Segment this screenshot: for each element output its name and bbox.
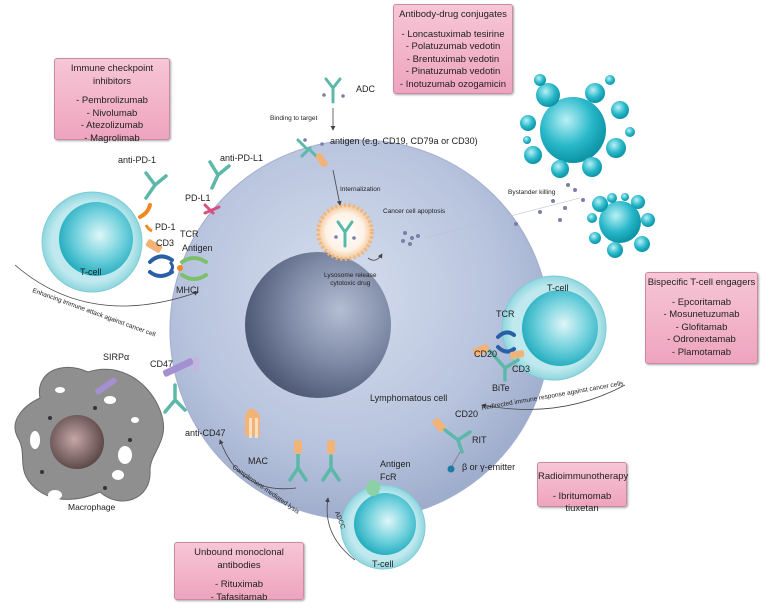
apoptotic-bodies-top [520,74,635,178]
antigen-bottom-1 [294,440,302,454]
checkpoint-item: - Atezolizumab [80,120,144,131]
bispecific-title: Bispecific T-cell engagers [647,277,756,288]
adc-title: Antibody-drug conjugates [399,9,507,20]
checkpoint-item: - Nivolumab [86,107,138,119]
tcell-bottom-label: T-cell [372,559,394,569]
bispecific-item: - Glofitamab [675,321,728,333]
bispecific-box: Bispecific T-cell engagers - Epcoritamab… [645,272,758,364]
tcell-left-label: T-cell [80,267,102,277]
enhancing-arrow [14,264,199,307]
rit-complex [432,417,472,473]
sirpa-label: SIRPα [103,352,130,362]
drug-particles [401,183,585,246]
bispecific-item: - Epcoritamab [671,296,732,308]
unbound-title: Unbound monoclonal antibodies [194,547,284,571]
anti-pd1-antibody [144,171,168,200]
bite-complex [472,330,525,382]
pd1-label: PD-1 [155,222,176,232]
tcell-right-label: T-cell [547,283,569,293]
cd20-rit-label: CD20 [455,409,479,419]
apoptosis-label: Cancer cell apoptosis [383,208,446,215]
fcr-label: FcR [380,472,397,482]
adc-item: - Pinatuzumab vedotin [405,66,501,77]
adc-box: Antibody-drug conjugates - Loncastuximab… [393,4,513,94]
bite-label: BiTe [492,383,510,393]
sirpa-receptor [95,377,117,395]
bystander-label: Bystander killing [508,189,556,196]
lysosome-label: Lysosome release cytotoxic drug [324,272,377,287]
anti-pdl1-antibody [208,160,231,190]
lysosome [316,203,374,261]
bystander-line [424,197,581,239]
checkpoint-title: Immune checkpoint inhibitors [70,63,154,87]
radio-title: Radioimmunotherapy [538,471,629,482]
checkpoint-item: - Magrolimab [84,132,140,144]
antigen-eg-label: antigen (e.g. CD19, CD79a or CD30) [330,136,478,146]
cd47-cell [193,357,199,371]
tcell-bottom [340,484,426,570]
emitter-label: β or γ-emitter [462,462,516,472]
anti-pdl1-label: anti-PD-L1 [220,153,264,163]
adc-label: ADC [356,84,376,94]
pdl1-label: PD-L1 [185,193,211,203]
tcr-left-label: TCR [180,229,199,239]
tcr-right-label: TCR [496,309,515,319]
complement-arrow [219,439,297,490]
mac-label: MAC [248,456,268,466]
bispecific-item: - Mosunetuzumab [663,309,740,320]
adc-item: - Brentuximab vedotin [406,53,500,65]
adc-item: - Loncastuximab tesirine [401,28,505,40]
internalization-arrow [332,169,342,206]
cd20-bite-label: CD20 [474,349,498,359]
anti-cd47-antibody [163,383,187,414]
rit-label: RIT [472,435,487,445]
tcr-complex-left [145,239,208,281]
tcell-left [41,191,143,293]
tcell-right [501,275,607,381]
macrophage-label: Macrophage [68,502,116,512]
anti-pd1-label: anti-PD-1 [118,155,157,165]
internalization-label: Internalization [340,186,381,193]
bispecific-item: - Plamotamab [671,346,732,358]
unbound-box: Unbound monoclonal antibodies - Rituxima… [174,542,304,603]
checkpoint-item: - Pembrolizumab [76,95,148,106]
macrophage [14,366,165,502]
antigen-bottom-label: Antigen [380,459,411,469]
mac-complex [245,408,260,438]
binding-label: Binding to target [270,115,318,122]
antigen-left-label: Antigen [182,243,213,253]
adcc-complex [321,440,380,496]
unbound-antibody-1 [288,450,308,482]
enhancing-text: Enhancing immune attack against cancer c… [31,287,156,338]
bound-adc [296,138,328,168]
checkpoint-box: Immune checkpoint inhibitors - Pembroliz… [54,58,170,144]
nucleus [245,252,391,398]
cd3-right-label: CD3 [512,364,531,374]
pdl1-ligand [203,203,221,215]
bispecific-item: - Odronextamab [667,334,736,345]
cd3-left-label: CD3 [156,238,175,248]
free-adc [324,77,342,104]
release-arrow [367,253,383,261]
cd47-protein [162,358,194,377]
adc-item: - Polatuzumab vedotin [405,41,501,52]
redirected-arrow [481,384,626,410]
adc-item: - Inotuzumab ozogamicin [399,78,507,90]
lymphomatous-label: Lymphomatous cell [370,393,448,403]
cd47-label: CD47 [150,359,174,369]
radio-item: - Ibritumomab tiuxetan [552,490,612,515]
unbound-item: - Rituximab [214,579,264,590]
pd1-receptor [138,203,152,219]
unbound-item: - Tafasitamab [210,591,268,603]
anti-cd47-label: anti-CD47 [185,428,226,438]
adcc-arrow [324,497,356,561]
apoptotic-bodies-bottom [587,193,655,258]
radio-box: Radioimmunotherapy - Ibritumomab tiuxeta… [537,462,629,514]
mhci-label: MHCI [176,285,199,295]
